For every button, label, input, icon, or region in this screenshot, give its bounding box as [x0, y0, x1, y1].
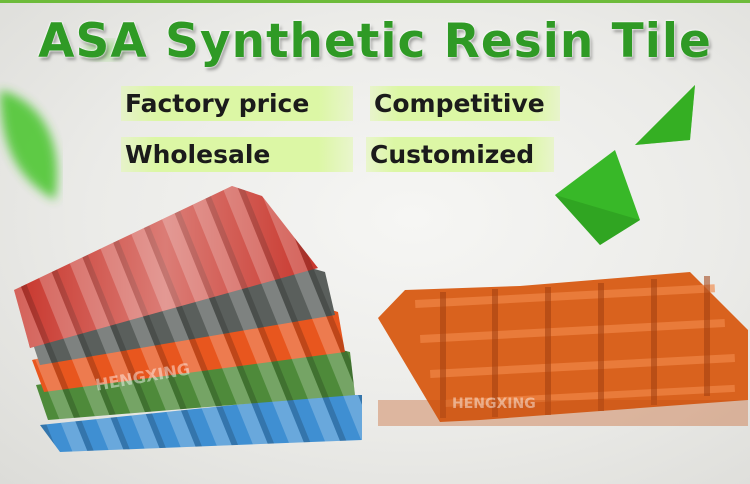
feature-tag-wholesale: Wholesale — [121, 137, 353, 172]
headline: ASA Synthetic Resin Tile — [38, 14, 712, 69]
feature-tag-competitive: Competitive — [370, 86, 560, 121]
tile-sheet-grey — [30, 262, 335, 365]
left-leaf-small — [85, 40, 125, 60]
tile-sheet-green — [36, 342, 355, 420]
watermark-right: HENGXING — [452, 396, 536, 412]
feature-tag-customized: Customized — [366, 137, 554, 172]
right-leaf-lower — [555, 150, 640, 245]
tile-sheet-red — [14, 186, 318, 348]
terracotta-tile-sheet — [378, 272, 748, 426]
feature-tag-factory-price: Factory price — [121, 86, 353, 121]
top-accent-line — [0, 0, 750, 3]
left-leaf-blur — [0, 90, 58, 200]
right-leaf-upper — [635, 85, 695, 145]
tile-sheet-blue — [40, 395, 362, 452]
